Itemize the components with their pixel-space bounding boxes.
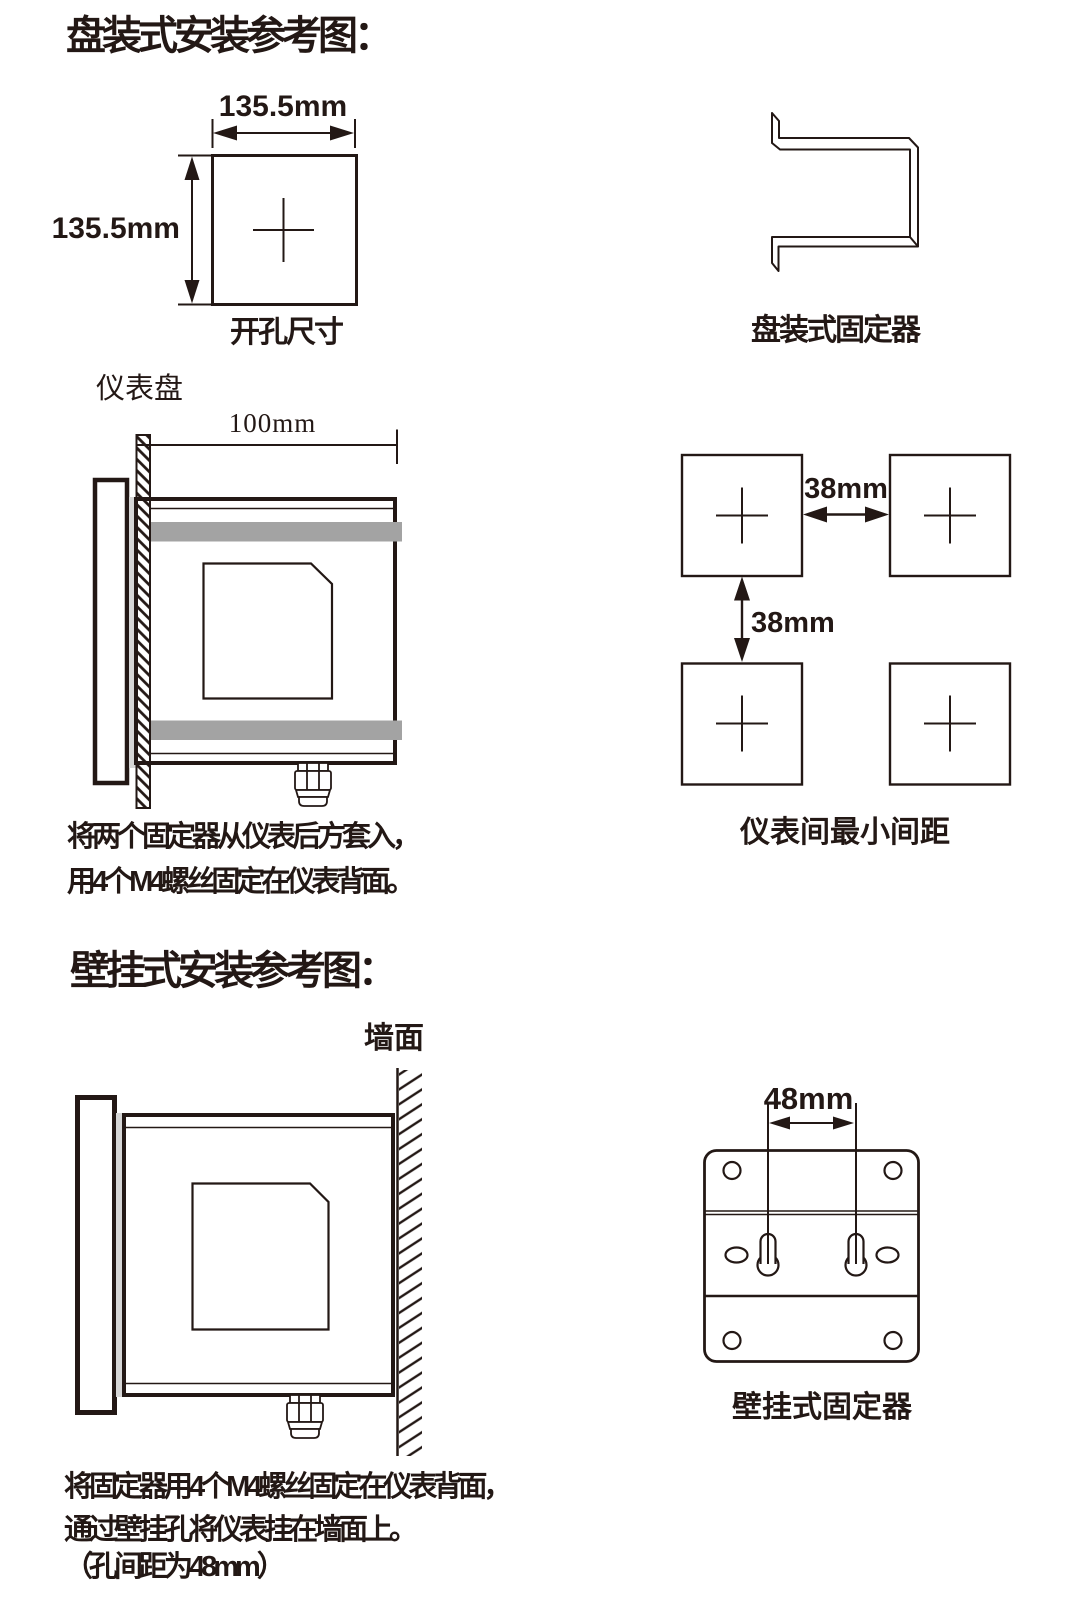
cable-gland-icon [286, 1394, 324, 1439]
spacing-caption: 仪表间最小间距 [740, 816, 950, 849]
gasket [116, 1113, 122, 1397]
wall-side-view [75, 1068, 422, 1456]
cutout-width-label: 135.5mm [218, 90, 348, 123]
wall-fixer-caption: 壁挂式固定器 [732, 1391, 912, 1424]
side-slot [875, 1246, 900, 1264]
screw-hole [883, 1330, 903, 1351]
wall-note-line-2: 通过壁挂孔将仪表挂在墙面上。 [64, 1514, 418, 1546]
cutout-crosshair-icon [253, 198, 314, 262]
panel-label: 仪表盘 [96, 373, 184, 405]
gasket [129, 497, 136, 768]
mounting-panel-hatched [135, 434, 151, 809]
instrument-bezel [92, 477, 130, 786]
wall-note-line-1: 将固定器用4个M4螺丝固定在仪表背面， [64, 1471, 512, 1503]
depth-label: 100mm [228, 408, 317, 438]
nameplate [202, 562, 334, 700]
vertical-spacing-arrow [734, 576, 750, 662]
cable-gland-icon [294, 762, 332, 807]
hole-spacing-label: 48mm [763, 1081, 854, 1116]
min-spacing-diagram [680, 453, 1012, 786]
cutout-square [888, 453, 1012, 578]
plate-outline [703, 1149, 920, 1363]
wall-label: 墙面 [364, 1022, 424, 1055]
cutout-height-label: 135.5mm [51, 212, 180, 245]
panel-fixer-caption: 盘装式固定器 [751, 314, 921, 347]
hole-spacing-arrow [769, 1116, 854, 1130]
spacing-vertical-label: 38mm [751, 607, 835, 639]
side-slot [724, 1246, 749, 1264]
panel-mount-title: 盘装式安装参考图： [66, 14, 394, 58]
wall-mount-title: 壁挂式安装参考图： [70, 949, 398, 993]
screw-hole [722, 1330, 742, 1351]
cutout-width-dimension [211, 119, 356, 148]
nameplate [191, 1182, 330, 1331]
cutout-square [211, 154, 358, 306]
panel-fixer-bracket [771, 112, 919, 272]
cutout-height-dimension [178, 154, 214, 306]
instrument-bezel [75, 1095, 117, 1415]
fixer-bar-top [150, 522, 402, 542]
wall-note-line-3: （孔间距为48mm） [64, 1551, 286, 1583]
panel-note-line-2: 用4个M4螺丝固定在仪表背面。 [67, 866, 415, 898]
horizontal-spacing-arrow [803, 506, 889, 523]
spacing-horizontal-label: 38mm [804, 473, 888, 505]
cutout-diagram [178, 119, 358, 306]
screw-hole [722, 1160, 742, 1181]
panel-note-line-1: 将两个固定器从仪表后方套入， [67, 821, 421, 853]
cutout-caption: 开孔尺寸 [230, 316, 344, 349]
wall-fixer-plate [703, 1103, 920, 1363]
panel-side-view [92, 429, 402, 809]
screw-hole [883, 1160, 903, 1181]
depth-dimension [136, 429, 398, 464]
wall-hatching [399, 1070, 422, 1456]
fixer-bar-bottom [150, 720, 402, 740]
